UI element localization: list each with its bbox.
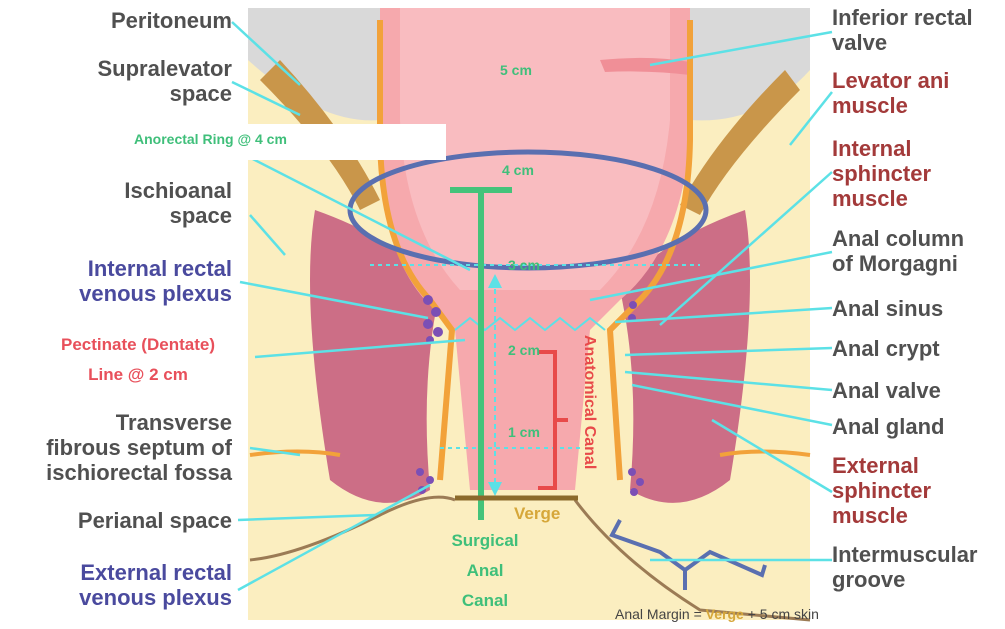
marker-3cm: 3 cm xyxy=(508,257,540,273)
label-anal-crypt: Anal crypt xyxy=(832,336,940,361)
marker-2cm: 2 cm xyxy=(508,342,540,358)
marker-1cm: 1 cm xyxy=(508,424,540,440)
label-perianal-space: Perianal space xyxy=(20,508,232,533)
label-pectinate-line: Pectinate (Dentate)Line @ 2 cm xyxy=(38,330,238,390)
marker-4cm: 4 cm xyxy=(502,162,534,178)
label-anal-valve: Anal valve xyxy=(832,378,941,403)
marker-5cm: 5 cm xyxy=(500,62,532,78)
label-anal-sinus: Anal sinus xyxy=(832,296,943,321)
label-verge: Verge xyxy=(514,504,560,524)
label-peritoneum: Peritoneum xyxy=(60,8,232,33)
anal-margin-formula: Anal Margin = Verge + 5 cm skin xyxy=(615,606,819,622)
label-anal-gland: Anal gland xyxy=(832,414,944,439)
label-anatomical-canal: Anatomical Canal xyxy=(580,335,598,505)
label-anorectal-ring: Anorectal Ring @ 4 cm xyxy=(134,131,287,147)
